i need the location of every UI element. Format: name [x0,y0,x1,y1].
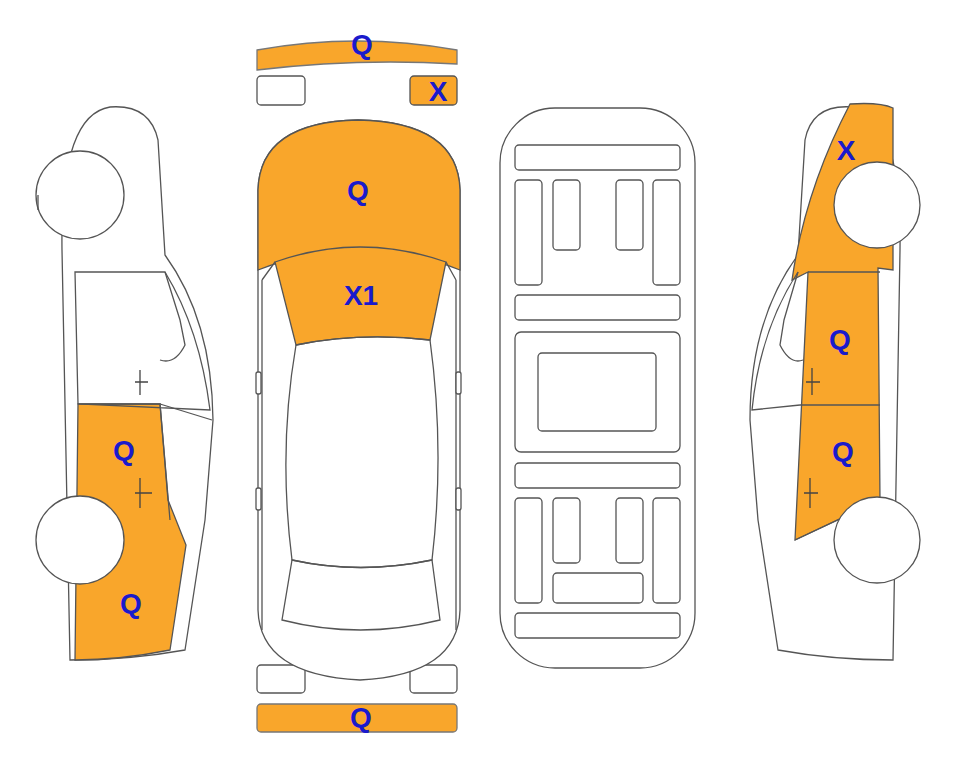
right-side [750,104,920,661]
damage-code: Q [120,590,142,618]
damage-code: Q [350,704,372,732]
damage-code: Q [113,437,135,465]
windshield [275,247,446,345]
damage-code: X [837,137,856,165]
damage-code: X [429,78,448,106]
headlight [257,76,305,105]
car-top-body [258,120,460,680]
headlight [410,76,457,105]
underbody [500,108,695,668]
rear-window [282,560,440,630]
damage-code: Q [351,31,373,59]
taillight [257,665,305,693]
left-side [36,107,213,660]
damage-code: Q [832,438,854,466]
door-lines [262,262,456,630]
damage-code: Q [829,326,851,354]
roof [286,337,438,568]
damage-code: X1 [344,282,378,310]
rear-bumper [257,704,457,732]
damage-code: Q [347,177,369,205]
